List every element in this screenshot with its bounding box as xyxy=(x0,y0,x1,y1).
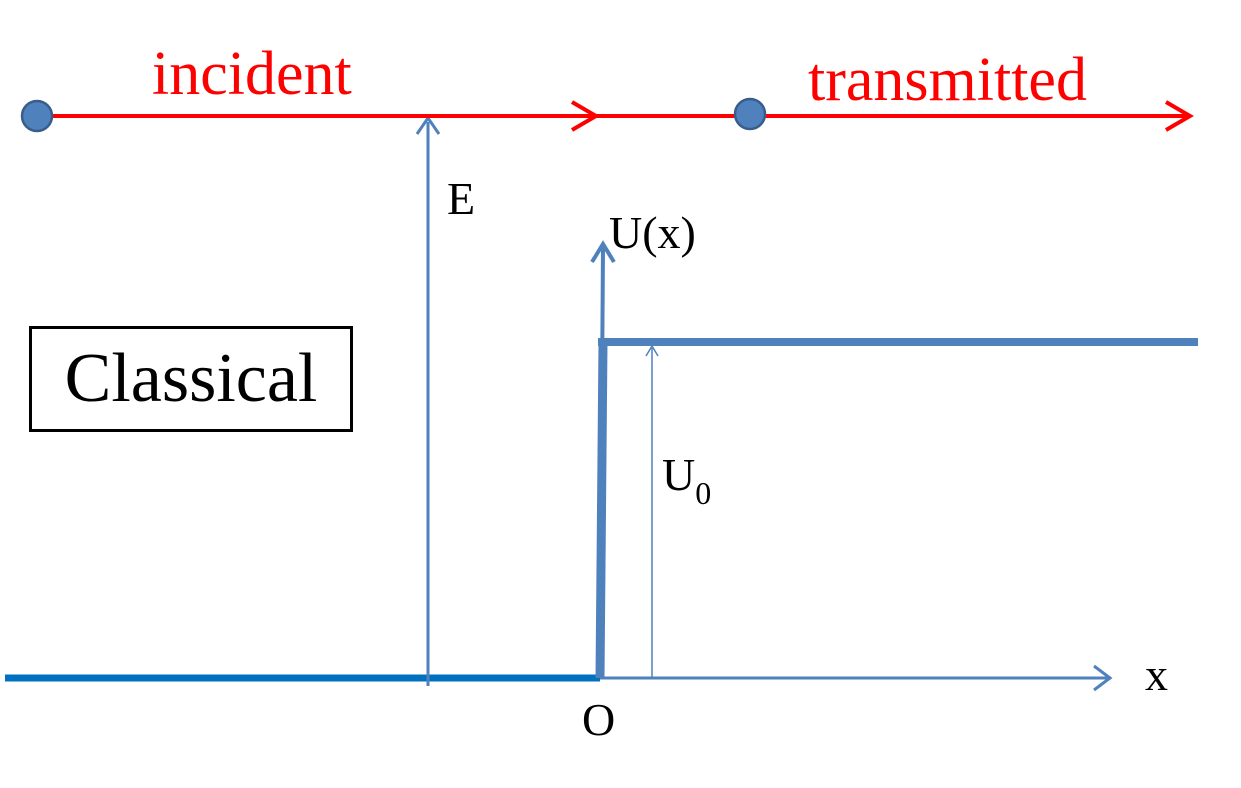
energy-label: E xyxy=(447,173,475,224)
origin-label: O xyxy=(582,694,615,745)
classical-regime-box: Classical xyxy=(29,326,353,432)
transmitted-particle xyxy=(733,97,767,131)
transmitted-label: transmitted xyxy=(808,46,1087,114)
incident-particle xyxy=(20,99,54,133)
incident-label: incident xyxy=(152,40,352,108)
potential-axis-arrowhead xyxy=(590,240,616,264)
x-axis-arrowhead xyxy=(1093,664,1113,692)
barrier-height-symbol: U xyxy=(662,449,695,500)
barrier-height-subscript: 0 xyxy=(695,475,711,511)
classical-regime-label: Classical xyxy=(64,340,318,417)
potential-label: U(x) xyxy=(609,207,696,258)
barrier-height-arrowhead xyxy=(645,344,659,357)
potential-step-wall xyxy=(595,341,608,679)
barrier-height-label: U0 xyxy=(662,449,711,511)
transmitted-arrowhead xyxy=(1164,100,1194,132)
x-axis-label: x xyxy=(1145,649,1168,700)
